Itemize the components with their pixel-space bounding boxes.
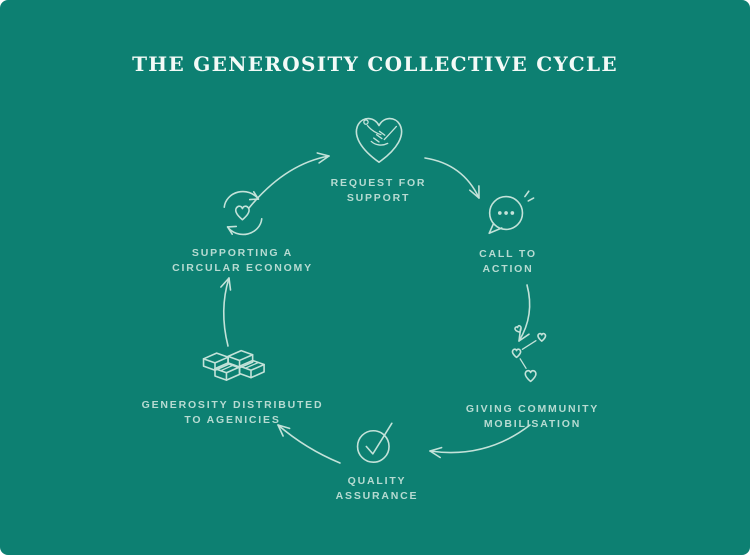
stage-call-to-action: CALL TO ACTION bbox=[440, 186, 576, 277]
stage-label: GENEROSITY DISTRIBUTED TO AGENICIES bbox=[142, 398, 324, 428]
stage-label-line: SUPPORT bbox=[346, 192, 411, 204]
stage-label: QUALITY ASSURANCE bbox=[336, 474, 419, 504]
stage-request-for-support: REQUEST FOR SUPPORT bbox=[296, 112, 461, 206]
stage-supporting-circular-economy: SUPPORTING A CIRCULAR ECONOMY bbox=[160, 188, 325, 276]
arrow-circular-economy-to-request bbox=[243, 148, 343, 214]
page-title: THE GENEROSITY COLLECTIVE CYCLE bbox=[132, 52, 618, 76]
stage-label-line: ASSURANCE bbox=[335, 490, 419, 502]
stage-label: REQUEST FOR SUPPORT bbox=[331, 176, 427, 206]
stage-label-line: QUALITY bbox=[347, 475, 407, 487]
stage-label-line: GENEROSITY DISTRIBUTED bbox=[141, 399, 324, 411]
stage-generosity-distributed: GENEROSITY DISTRIBUTED TO AGENICIES bbox=[130, 344, 335, 428]
stage-label-line: SUPPORTING A bbox=[191, 247, 294, 259]
handshake-heart-icon bbox=[347, 112, 411, 168]
stage-label-line: CIRCULAR ECONOMY bbox=[172, 262, 313, 274]
arrow-call-to-action-to-mobilisation bbox=[503, 281, 543, 347]
stage-giving-community-mobilisation: GIVING COMMUNITY MOBILISATION bbox=[450, 324, 615, 432]
parcel-boxes-icon bbox=[197, 344, 269, 390]
speech-bubble-icon bbox=[480, 186, 536, 240]
stage-label-line: GIVING COMMUNITY bbox=[465, 403, 600, 415]
arrow-quality-to-distribution bbox=[268, 417, 346, 469]
circular-arrows-heart-icon bbox=[216, 188, 270, 238]
stage-label-line: REQUEST FOR bbox=[330, 177, 427, 189]
connected-hearts-icon bbox=[503, 324, 563, 396]
stage-label: GIVING COMMUNITY MOBILISATION bbox=[466, 402, 599, 432]
checkmark-circle-icon bbox=[352, 414, 402, 466]
stage-label-line: MOBILISATION bbox=[483, 418, 582, 430]
arrow-distribution-to-circular-economy bbox=[206, 270, 248, 352]
stage-label: SUPPORTING A CIRCULAR ECONOMY bbox=[172, 246, 313, 276]
stage-label: CALL TO ACTION bbox=[479, 247, 537, 277]
stage-label-line: ACTION bbox=[482, 263, 534, 275]
arrow-mobilisation-to-quality bbox=[424, 419, 536, 465]
arrow-request-to-call-to-action bbox=[421, 152, 489, 208]
stage-label-line: CALL TO bbox=[479, 248, 537, 260]
stage-quality-assurance: QUALITY ASSURANCE bbox=[303, 414, 451, 504]
stage-label-line: TO AGENICIES bbox=[184, 414, 281, 426]
